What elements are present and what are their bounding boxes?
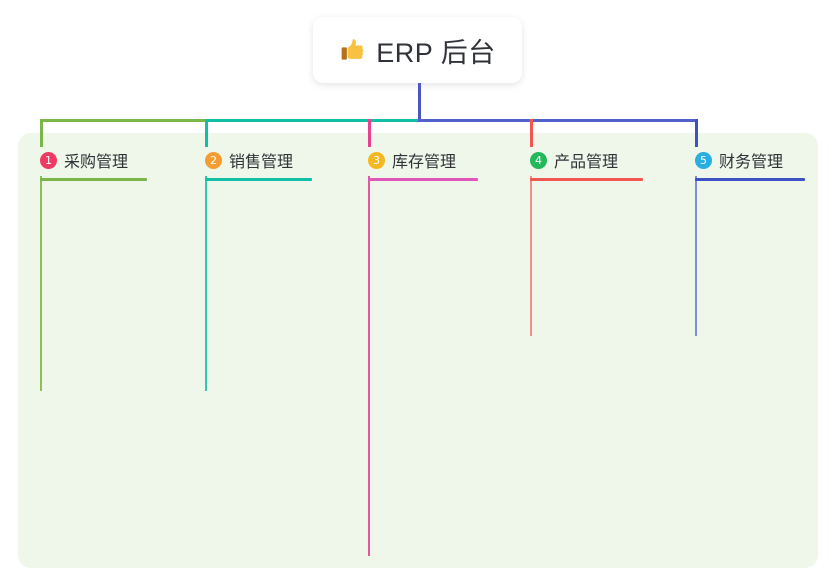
branch-column-采购管理: 1 采购管理 bbox=[40, 148, 147, 181]
branch-header-underline bbox=[40, 178, 147, 181]
branch-number-badge: 4 bbox=[530, 151, 547, 169]
branch-column-库存管理: 3 库存管理 bbox=[368, 148, 478, 181]
branch-column-财务管理: 5 财务管理 bbox=[695, 148, 805, 181]
branch-header-underline bbox=[368, 178, 478, 181]
branch-rail-采购管理 bbox=[40, 176, 42, 391]
bar-segment-teal bbox=[205, 119, 419, 122]
bar-segment-blue bbox=[418, 119, 697, 122]
branch-header-underline bbox=[530, 178, 643, 181]
branch-title-label: 销售管理 bbox=[229, 154, 294, 171]
branch-title-label: 库存管理 bbox=[392, 154, 457, 171]
branch-header-采购管理[interactable]: 1 采购管理 bbox=[40, 148, 147, 172]
branch-header-财务管理[interactable]: 5 财务管理 bbox=[695, 148, 805, 172]
branch-title-label: 财务管理 bbox=[719, 154, 784, 171]
drop-line-2 bbox=[205, 119, 208, 147]
branch-number-badge: 3 bbox=[368, 151, 385, 169]
branch-number-badge: 5 bbox=[695, 151, 712, 169]
drop-line-1 bbox=[40, 119, 43, 147]
drop-line-4 bbox=[530, 119, 533, 147]
branch-header-库存管理[interactable]: 3 库存管理 bbox=[368, 148, 478, 172]
branch-rail-销售管理 bbox=[205, 176, 207, 391]
branch-header-销售管理[interactable]: 2 销售管理 bbox=[205, 148, 312, 172]
thumbs-up-icon bbox=[339, 36, 367, 64]
branch-header-产品管理[interactable]: 4 产品管理 bbox=[530, 148, 643, 172]
drop-line-5 bbox=[695, 119, 698, 147]
drop-line-3 bbox=[368, 119, 371, 147]
bar-segment-green bbox=[40, 119, 207, 122]
branch-rail-库存管理 bbox=[368, 176, 370, 556]
trunk-line bbox=[418, 83, 421, 122]
branch-header-underline bbox=[205, 178, 312, 181]
branch-column-产品管理: 4 产品管理 bbox=[530, 148, 643, 181]
branches-panel bbox=[18, 133, 818, 568]
branch-header-underline bbox=[695, 178, 805, 181]
branch-number-badge: 1 bbox=[40, 151, 57, 169]
branch-number-badge: 2 bbox=[205, 151, 222, 169]
root-node-content: ERP 后台 bbox=[339, 31, 496, 70]
branch-title-label: 采购管理 bbox=[64, 154, 129, 171]
root-node-label: ERP 后台 bbox=[376, 37, 496, 68]
branch-rail-财务管理 bbox=[695, 176, 697, 336]
branch-rail-产品管理 bbox=[530, 176, 532, 336]
root-node-erp-backend[interactable]: ERP 后台 bbox=[313, 17, 522, 83]
branch-column-销售管理: 2 销售管理 bbox=[205, 148, 312, 181]
branch-title-label: 产品管理 bbox=[554, 154, 619, 171]
